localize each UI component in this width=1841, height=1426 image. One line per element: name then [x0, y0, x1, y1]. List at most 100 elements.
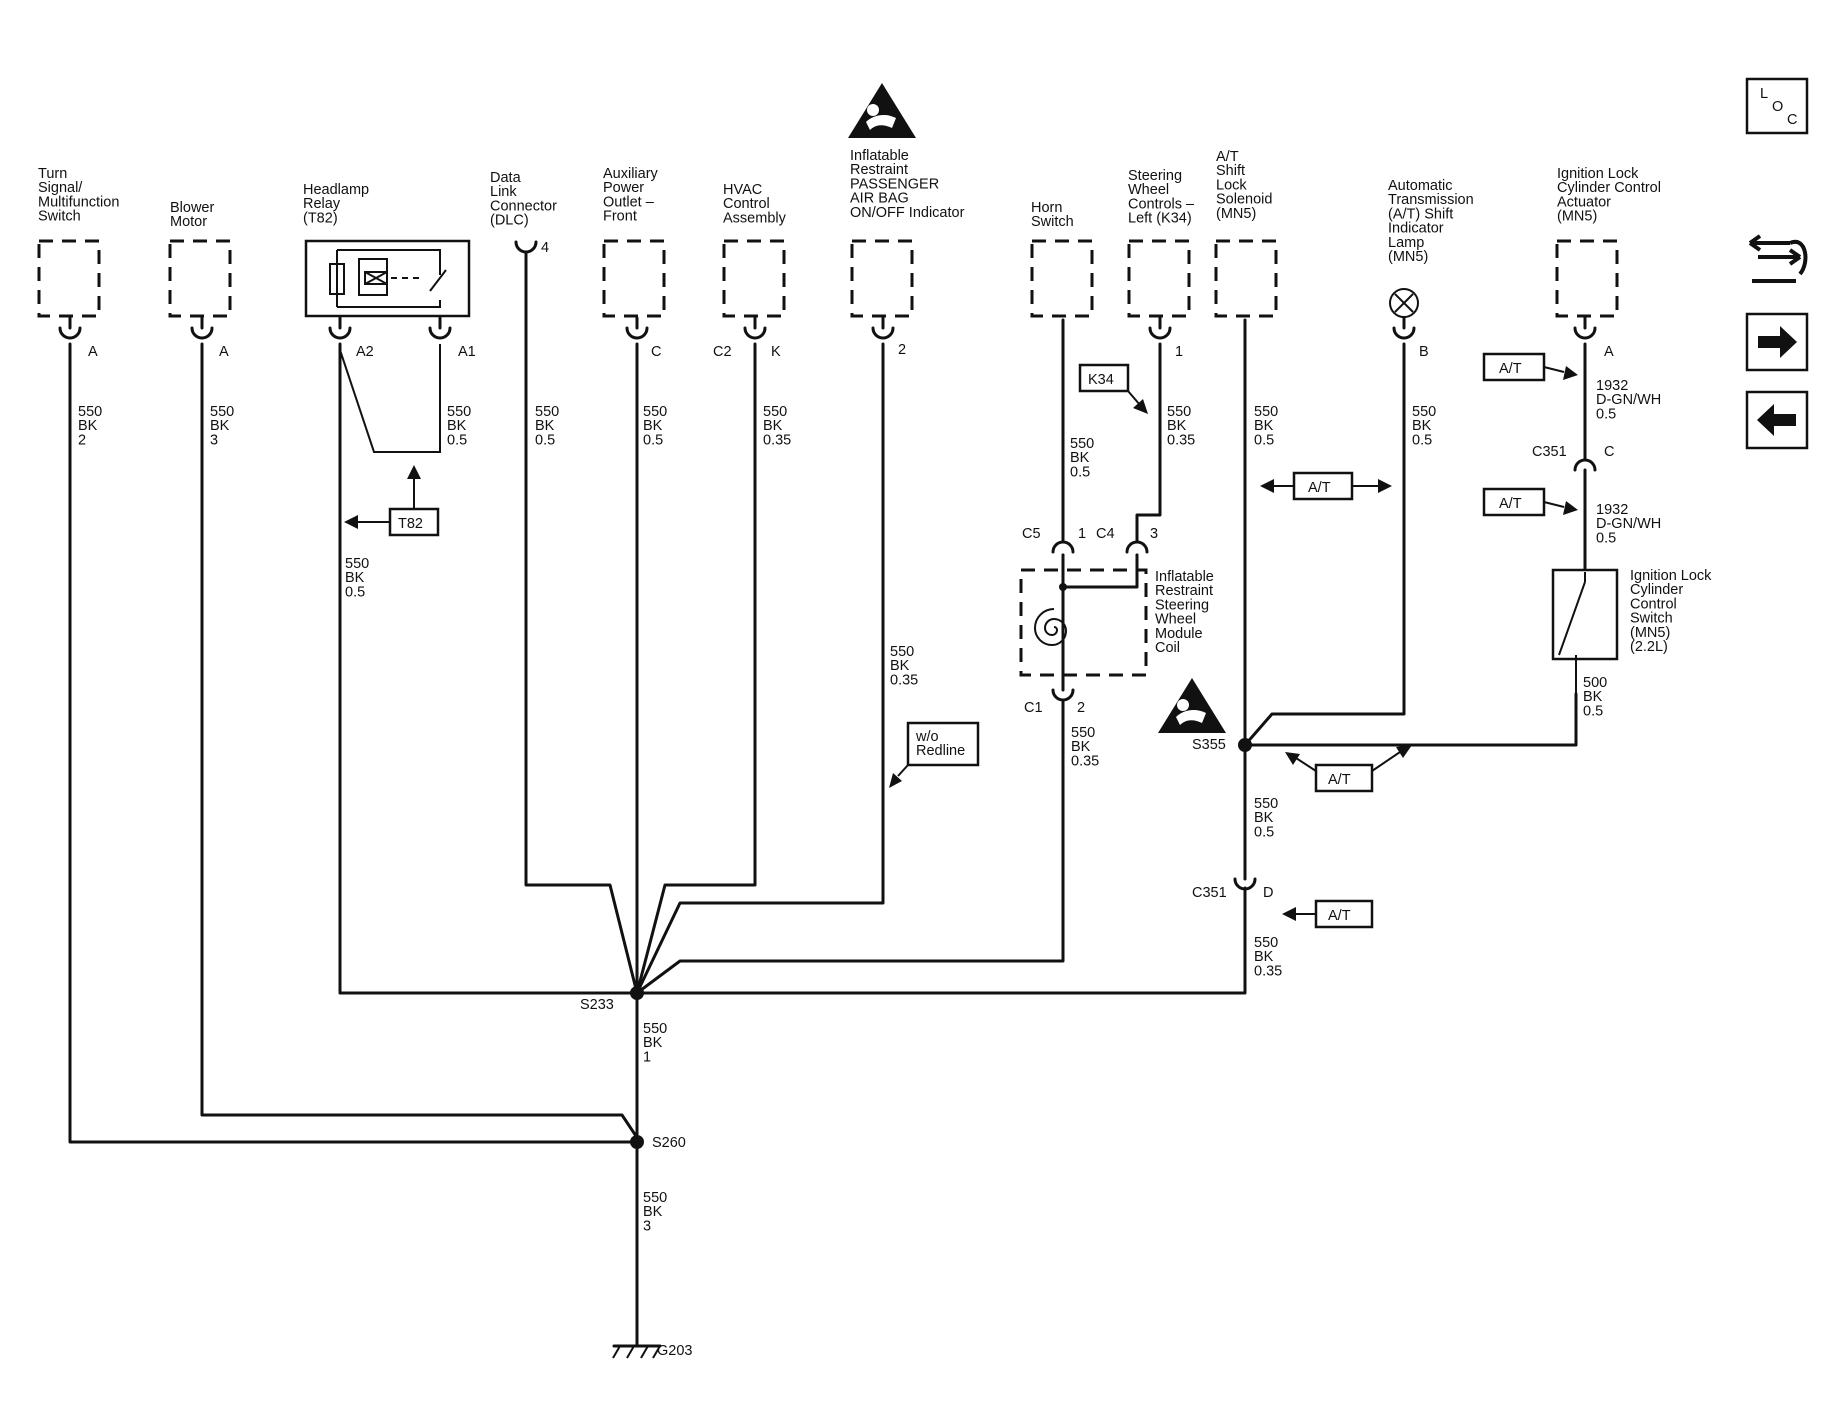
text-line: Horn — [1031, 200, 1062, 216]
text-line: 550 — [643, 1190, 667, 1206]
text-line: Outlet – — [603, 194, 655, 210]
conn-actuator — [1573, 316, 1597, 340]
conn-airbag — [871, 316, 895, 340]
text-line: BK — [535, 418, 555, 434]
tag-at-4: A/T — [1328, 772, 1351, 788]
text-line: Module — [1155, 626, 1203, 642]
horn-switch-box — [1030, 239, 1094, 318]
text-line: (MN5) — [1630, 625, 1670, 641]
text-line: (A/T) Shift — [1388, 206, 1453, 222]
pin-steering: 1 — [1175, 344, 1183, 360]
conn-label-c351-bot: C351 — [1192, 885, 1227, 901]
text-line: Redline — [916, 743, 965, 759]
text-line: 0.5 — [1583, 703, 1603, 719]
text-line: D-GN/WH — [1596, 392, 1661, 408]
conn-blower — [190, 316, 214, 340]
text-line: BK — [210, 418, 230, 434]
conn-relay-a1 — [428, 316, 452, 340]
text-line: (2.2L) — [1630, 639, 1668, 655]
text-line: Automatic — [1388, 178, 1452, 194]
text-line: BK — [643, 1035, 663, 1051]
at-indicator-lamp — [1389, 288, 1419, 318]
text-line: Auxiliary — [603, 166, 659, 182]
prev-page-button[interactable] — [1745, 390, 1809, 450]
text-line: Switch — [1031, 214, 1074, 230]
text-line: 550 — [1254, 935, 1278, 951]
conn-hvac — [743, 316, 767, 340]
text-line: 550 — [1412, 404, 1436, 420]
aux-power-outlet-box — [602, 239, 666, 318]
text-line: BK — [345, 570, 365, 586]
conn-dlc — [514, 240, 538, 254]
text-line: Control — [723, 196, 770, 212]
text-line: BK — [1070, 450, 1090, 466]
text-line: A/T — [1216, 149, 1239, 165]
text-line: Front — [603, 209, 637, 225]
nav-panel: L O C — [1745, 77, 1809, 450]
loc-c: C — [1787, 112, 1797, 128]
label-s355: S355 — [1192, 737, 1226, 753]
splice-labels: S233 S260 S355 G203 — [580, 737, 1226, 1359]
conn-c1 — [1051, 676, 1075, 702]
text-line: Ignition Lock — [1557, 166, 1639, 182]
tag-t82: T82 — [398, 516, 423, 532]
text-line: (MN5) — [1216, 206, 1256, 222]
conn-aux — [625, 316, 649, 340]
loc-o: O — [1772, 99, 1783, 115]
text-line: Steering — [1155, 597, 1209, 613]
pin-c1: 2 — [1077, 700, 1085, 716]
text-line: 550 — [1070, 436, 1094, 452]
pin-dlc: 4 — [541, 240, 549, 256]
text-line: Connector — [490, 198, 557, 214]
text-line: 1 — [643, 1049, 651, 1065]
text-line: 550 — [643, 1021, 667, 1037]
text-line: Headlamp — [303, 182, 369, 198]
airbag-warning-icon-2 — [1158, 678, 1226, 733]
text-line: BK — [447, 418, 467, 434]
conn-label-c4: C4 — [1096, 526, 1115, 542]
text-line: Wheel — [1155, 612, 1196, 628]
conn-steering — [1148, 316, 1172, 340]
text-line: Lamp — [1388, 235, 1424, 251]
text-line: 0.5 — [1412, 432, 1432, 448]
text-line: PASSENGER — [850, 176, 939, 192]
pin-at-lamp: B — [1419, 344, 1429, 360]
conn-c351-bot — [1233, 867, 1257, 891]
loc-button[interactable]: L O C — [1745, 77, 1809, 135]
text-line: 500 — [1583, 675, 1607, 691]
airbag-indicator-box — [850, 239, 914, 318]
at-solenoid-box — [1214, 239, 1278, 318]
text-line: D-GN/WH — [1596, 516, 1661, 532]
text-line: BK — [643, 1204, 663, 1220]
next-page-button[interactable] — [1745, 312, 1809, 372]
text-line: Shift — [1216, 163, 1245, 179]
conn-lamp — [1392, 316, 1416, 340]
pin-c351-top: C — [1604, 444, 1614, 460]
text-line: 1932 — [1596, 378, 1628, 394]
text-line: 3 — [210, 432, 218, 448]
text-line: (MN5) — [1557, 209, 1597, 225]
pin-c5: 1 — [1078, 526, 1086, 542]
text-line: 0.5 — [1254, 432, 1274, 448]
text-line: Inflatable — [1155, 569, 1214, 585]
splice-s355 — [1238, 738, 1252, 752]
text-line: (DLC) — [490, 213, 529, 229]
blower-motor-box — [168, 239, 232, 318]
text-line: BK — [1583, 689, 1603, 705]
connector-icon-button[interactable] — [1748, 234, 1808, 283]
text-line: 550 — [78, 404, 102, 420]
